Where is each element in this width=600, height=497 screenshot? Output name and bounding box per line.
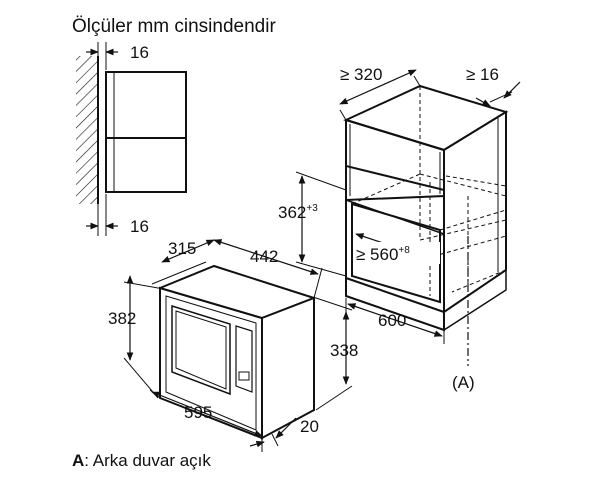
legend-text: : Arka duvar açık	[84, 451, 211, 470]
legend-key: A	[72, 451, 84, 470]
cabinet-opening-width-label: ≥ 560+8	[356, 245, 410, 264]
appliance-width-bottom-label: 595	[184, 403, 212, 422]
cabinet-opening-width-tolerance: +8	[398, 245, 410, 256]
side-bottom-gap-label: 16	[130, 217, 149, 236]
appliance-width-top-label: 442	[250, 247, 278, 266]
cabinet-opening	[351, 202, 441, 304]
cabinet-width-top-label: ≥ 320	[340, 65, 382, 84]
side-view: 16 16	[76, 42, 187, 236]
diagram-title: Ölçüler mm cinsindendir	[72, 16, 276, 37]
cabinet-opening-height-tolerance: +3	[306, 203, 318, 214]
appliance-view: 315 442 382 338 595 20	[108, 239, 358, 452]
side-upper-box	[105, 71, 187, 139]
side-top-gap-label: 16	[130, 43, 149, 62]
cabinet-side-gap-label: ≥ 16	[466, 65, 499, 84]
appliance-height-right-label: 338	[330, 341, 358, 360]
wall-hatch	[76, 56, 98, 204]
appliance-depth-label: 315	[168, 239, 196, 258]
cabinet-view: (A) ≥ 320 ≥ 16 362+3 ≥ 560+8 600	[278, 65, 521, 392]
open-back-marker: (A)	[452, 373, 475, 392]
side-lower-box	[105, 137, 187, 193]
appliance-front-depth-label: 20	[300, 417, 319, 436]
cabinet-opening-height-label: 362+3	[278, 203, 318, 222]
legend: A: Arka duvar açık	[72, 451, 211, 470]
appliance-height-left-label: 382	[108, 309, 136, 328]
cabinet-depth-bottom-label: 600	[378, 311, 406, 330]
